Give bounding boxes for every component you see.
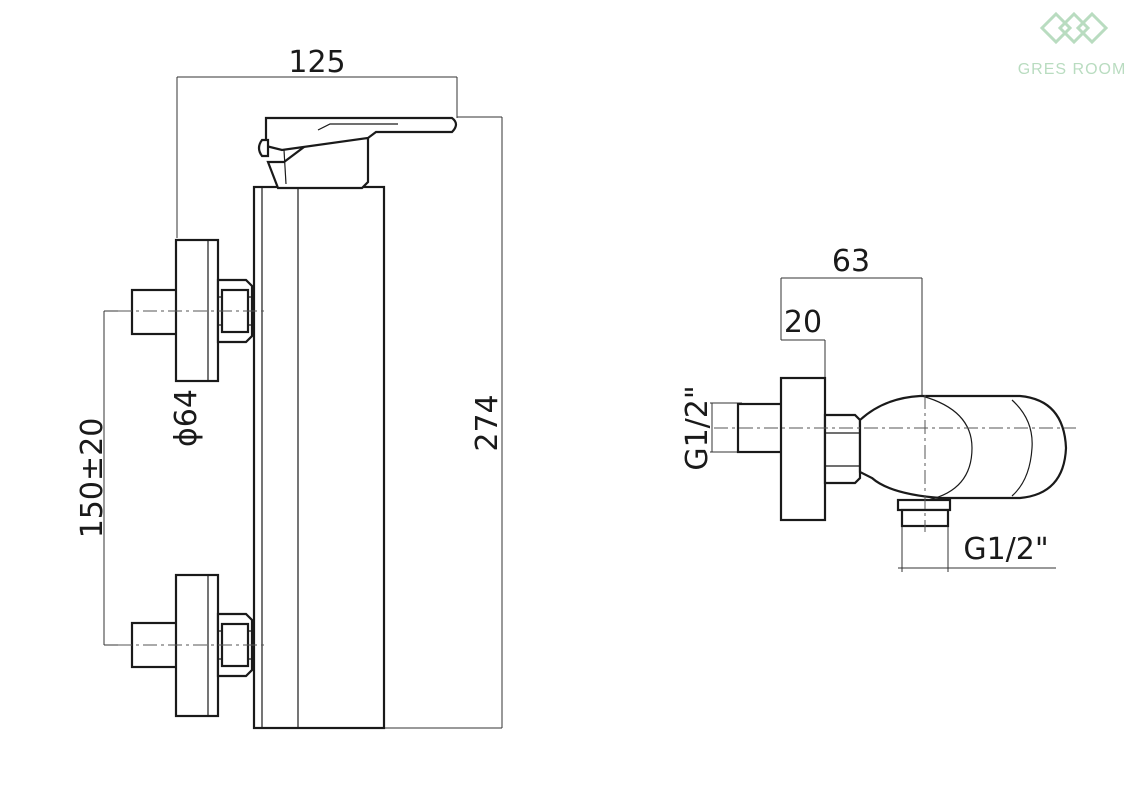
- side-body: [858, 394, 1068, 501]
- dimension-depth: 63: [780, 244, 923, 400]
- dimension-overall-height: 274: [384, 116, 505, 729]
- logo-diamonds-icon: [1039, 11, 1109, 45]
- side-view: 63 20 G1/2" G1/2": [680, 244, 1076, 572]
- dimension-inlet-thread: G1/2": [680, 385, 742, 471]
- depth-label: 63: [832, 244, 870, 279]
- lower-inlet-connector: [118, 573, 264, 718]
- dimension-overall-width: 125: [176, 45, 458, 238]
- outlet-thread-label: G1/2": [963, 532, 1048, 567]
- gres-room-logo: GRES ROOM: [1018, 11, 1127, 78]
- valve-body: [252, 185, 386, 730]
- dimension-flange-thickness: 20: [781, 305, 826, 378]
- side-flange: [736, 376, 827, 522]
- side-outlet-stub: [896, 498, 952, 528]
- flange-thickness-label: 20: [784, 305, 822, 340]
- flange-diameter-label: ϕ64: [169, 389, 204, 447]
- overall-width-label: 125: [288, 45, 345, 80]
- dimension-pipe-spacing: 150±20: [75, 310, 136, 646]
- logo-text: GRES ROOM: [1018, 61, 1127, 78]
- inlet-thread-label: G1/2": [680, 385, 715, 470]
- pipe-spacing-label: 150±20: [75, 418, 110, 539]
- overall-height-label: 274: [470, 394, 505, 451]
- upper-inlet-connector: [118, 238, 264, 383]
- dimension-outlet-thread: G1/2": [898, 526, 1056, 572]
- side-hex-nut: [823, 413, 862, 485]
- lever-handle: [257, 116, 458, 190]
- front-view: 125 274 150±20 ϕ64: [75, 45, 505, 730]
